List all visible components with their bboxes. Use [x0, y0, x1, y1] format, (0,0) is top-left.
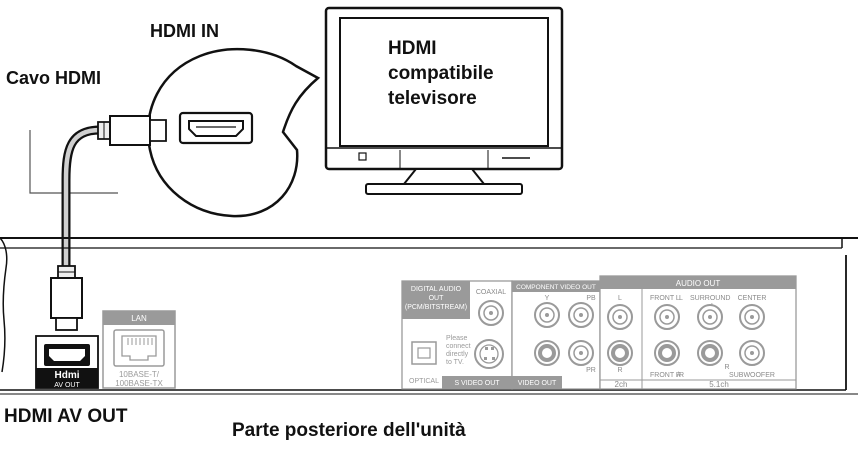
rear-panel-label: Parte posteriore dell'unità: [232, 420, 466, 441]
hdmi-connector-icon: [50, 265, 83, 331]
rca-jack-icon: [478, 300, 504, 326]
please-line4: to TV.: [446, 359, 464, 366]
rca-jack-icon: [534, 302, 560, 328]
callout-bracket: [29, 130, 118, 194]
pr-label: PR: [586, 367, 596, 374]
unit-chassis: [0, 237, 858, 395]
hdmi-in-callout: [146, 47, 321, 218]
hdmi-av-out-label: HDMI AV OUT: [4, 406, 128, 427]
digital-audio-line1: DIGITAL AUDIO: [411, 286, 462, 293]
surround-label: SURROUND: [690, 295, 730, 302]
digital-audio-line3: (PCM/BITSTREAM): [405, 304, 467, 311]
optical-jack-icon: [411, 341, 437, 365]
lan-spec-line1: 10BASE-T/: [119, 370, 160, 379]
lan-port: LAN 10BASE-T/ 100BASE-TX: [102, 310, 176, 389]
optical-label: OPTICAL: [409, 378, 439, 385]
small-l-label: L: [679, 295, 683, 302]
tv-icon: [324, 6, 564, 195]
av-out-text: AV OUT: [54, 382, 80, 389]
lan-label: LAN: [131, 314, 147, 323]
rca-jack-icon: [654, 340, 680, 366]
please-line1: Please: [446, 335, 468, 342]
small-r-label: /R: [677, 372, 684, 379]
hdmi-cable: [50, 115, 167, 331]
rca-jack-icon: [654, 304, 680, 330]
rca-jack-icon: [739, 340, 765, 366]
please-line2: connect: [446, 343, 471, 350]
tv-caption-line3: televisore: [388, 88, 477, 109]
hdmi-connector-icon: [97, 115, 167, 146]
subwoofer-label: SUBWOOFER: [729, 372, 775, 379]
hdmi-av-out-port: Hdmi AV OUT: [35, 335, 99, 389]
hdmi-port-icon: [178, 111, 254, 145]
component-video-out-label: COMPONENT VIDEO OUT: [516, 284, 596, 291]
y-label: Y: [545, 295, 550, 302]
rca-jack-icon: [607, 304, 633, 330]
please-line3: directly: [446, 351, 469, 358]
r-label: R: [617, 367, 622, 374]
rca-jack-icon: [697, 340, 723, 366]
hdmi-in-label: HDMI IN: [150, 21, 219, 41]
surround-r-label: R: [724, 364, 729, 371]
lan-jack-icon: [113, 329, 165, 367]
front-r-label: FRONT R: [650, 372, 681, 379]
audio-out-label: AUDIO OUT: [676, 279, 721, 288]
rca-jack-icon: [739, 304, 765, 330]
rca-jack-icon: [607, 340, 633, 366]
rca-jack-icon: [568, 340, 594, 366]
front-l-label: FRONT L: [650, 295, 680, 302]
tv-caption-line1: HDMI: [388, 38, 437, 59]
video-out-label: VIDEO OUT: [518, 380, 557, 387]
ch51-label: 5.1ch: [709, 380, 729, 389]
ch2-label: 2ch: [615, 380, 628, 389]
l-label: L: [618, 295, 622, 302]
s-video-jack-icon: [474, 339, 504, 369]
tv-caption-line2: compatibile: [388, 63, 494, 84]
rca-jack-icon: [534, 340, 560, 366]
center-label: CENTER: [738, 295, 767, 302]
rca-jack-icon: [697, 304, 723, 330]
digital-audio-line2: OUT: [429, 295, 445, 302]
pb-label: PB: [586, 295, 596, 302]
hdmi-cable-label: Cavo HDMI: [6, 68, 102, 88]
hdmi-logo-text: Hdmi: [55, 370, 80, 381]
coaxial-label: COAXIAL: [476, 289, 506, 296]
s-video-out-label: S VIDEO OUT: [454, 380, 500, 387]
tv-caption: HDMI compatibile televisore: [388, 36, 494, 111]
audio-video-terminal-block: DIGITAL AUDIO OUT (PCM/BITSTREAM) COAXIA…: [401, 275, 797, 390]
rca-jack-icon: [568, 302, 594, 328]
lan-spec-line2: 100BASE-TX: [115, 379, 163, 388]
